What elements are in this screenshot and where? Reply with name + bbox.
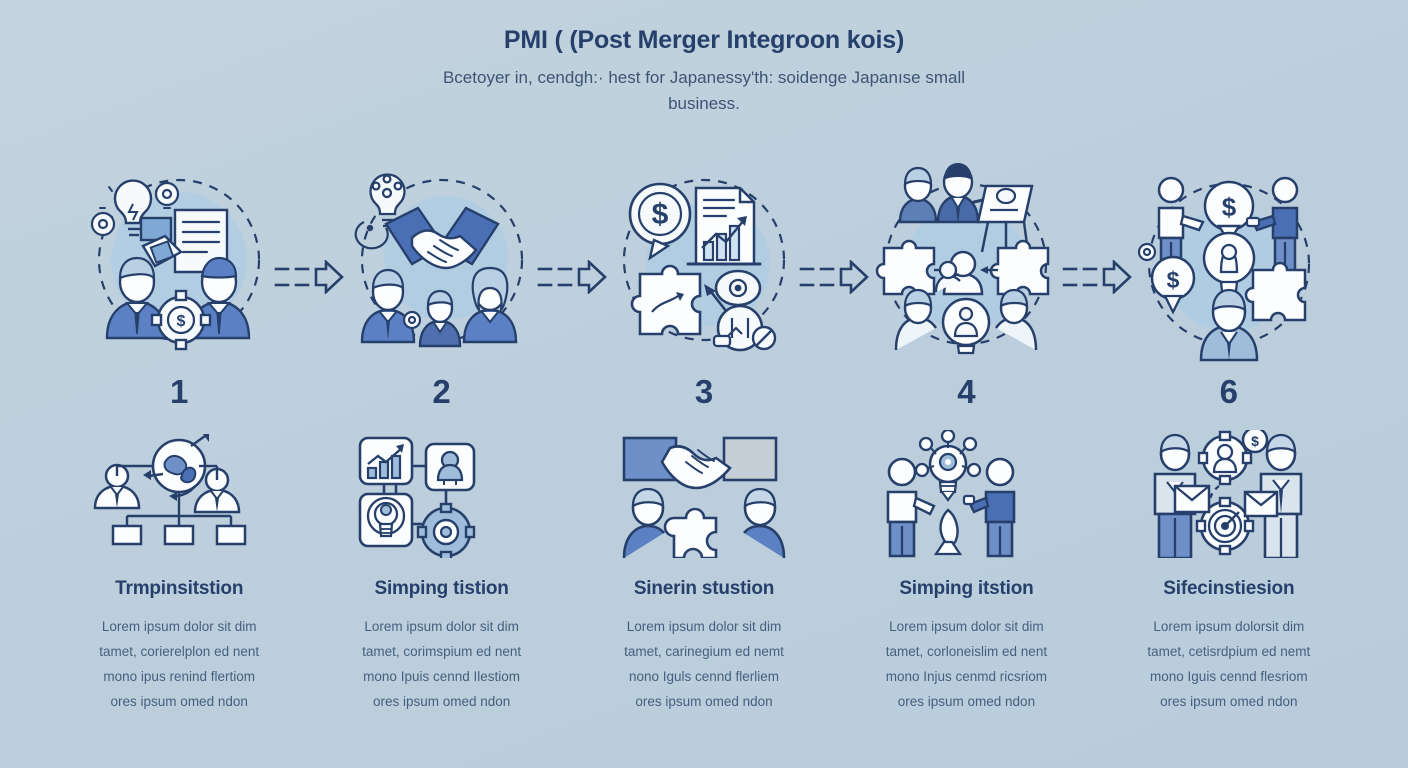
step-1: $ 1 [48, 160, 345, 410]
svg-text:$: $ [1222, 192, 1237, 222]
lightbulb-network-icon [915, 430, 982, 502]
gear-dollar-icon: $ [151, 289, 212, 351]
globe-network-icon [151, 438, 207, 494]
card-title: Simping itstion [899, 578, 1034, 599]
collaboration-puzzle-illustration [866, 160, 1066, 365]
envelope-icon [1173, 484, 1211, 514]
growth-chart-icon [358, 436, 413, 486]
person-icon [895, 288, 938, 351]
card-title: Sinerin stustion [633, 578, 775, 599]
lightbulb-network-icon [368, 173, 406, 228]
target-gear-icon [1195, 496, 1255, 556]
dollar-coin-icon: $ [1241, 430, 1269, 454]
page-subtitle: Bcetoyer in, cendgh:· hest for Japanessy… [442, 67, 966, 114]
businessperson-icon [1243, 433, 1303, 558]
value-creation-illustration: $ [1129, 160, 1329, 365]
puzzle-piece-icon [663, 507, 718, 558]
lightbulb-icon [942, 297, 991, 355]
envelope-icon [1243, 490, 1279, 518]
person-icon [1199, 288, 1259, 362]
cards-row: Trmpinsitstion Lorem ipsum dolor sit dim… [48, 430, 1360, 715]
lightbulb-icon [1202, 231, 1256, 293]
magnifier-icon [712, 304, 777, 352]
person-icon [887, 457, 937, 558]
svg-text:$: $ [652, 198, 669, 231]
idea-sharing-illustration [878, 430, 1054, 558]
header: PMI ( (Post Merger Integroon kois) Bceto… [0, 26, 1408, 117]
step-4: 4 [835, 160, 1132, 410]
svg-text:$: $ [1166, 267, 1179, 293]
eye-icon [714, 269, 762, 307]
person-gear-icon [1197, 430, 1253, 486]
step-number: 3 [694, 373, 714, 410]
handshake-icon [622, 436, 778, 490]
chart-document-icon [686, 186, 762, 266]
document-icon [174, 208, 229, 274]
svg-text:$: $ [1251, 433, 1259, 449]
puzzle-piece-icon [1244, 261, 1307, 322]
puzzle-piece-icon [630, 264, 702, 336]
dollar-bulb-icon: $ [1203, 180, 1254, 245]
puzzle-piece-icon [876, 239, 936, 296]
handshake-icon [383, 206, 500, 270]
puzzle-piece-icon [990, 239, 1050, 296]
steps-row: $ 1 [48, 160, 1360, 408]
gear-icon [416, 502, 475, 558]
dollar-speech-bubble-icon: $ [628, 182, 692, 261]
card-5: $ [1098, 430, 1360, 715]
businessperson-icon [106, 256, 169, 340]
card-title: Trmpinsitstion [115, 578, 244, 599]
person-icon [1245, 176, 1299, 276]
card-title: Sifecinstiesion [1163, 578, 1295, 599]
lightbulb-card-icon [358, 492, 413, 548]
team-ideation-illustration: $ [79, 160, 279, 365]
card-4: Simping itstion Lorem ipsum dolor sit di… [835, 430, 1097, 715]
card-body: Lorem ipsum dolor sit dim tamet, coriere… [99, 618, 260, 709]
step-number: 6 [1219, 373, 1238, 410]
svg-text:$: $ [177, 313, 186, 330]
lightbulb-icon [114, 179, 153, 237]
step-5: $ [1098, 160, 1360, 408]
gears-teamwork-illustration: $ [1141, 430, 1317, 558]
person-card-icon [424, 442, 475, 492]
businessperson-icon [360, 268, 415, 344]
org-chart-illustration [91, 430, 267, 558]
step-number: 4 [957, 373, 976, 410]
person-icon [963, 457, 1016, 558]
card-title: Simping tistion [374, 578, 509, 599]
connected-cards-illustration [354, 430, 530, 558]
person-icon [899, 166, 938, 224]
person-icon [995, 288, 1038, 351]
card-body: Lorem ipsum dolorsit dim tamet, cetisrdp… [1147, 618, 1311, 709]
people-group-icon [935, 250, 984, 296]
step-3: $ [573, 160, 870, 410]
card-body: Lorem ipsum dolor sit dim tamet, carineg… [624, 618, 784, 709]
card-1: Trmpinsitstion Lorem ipsum dolor sit dim… [48, 430, 310, 715]
businessperson-icon [1153, 433, 1211, 558]
step-2: 2 [310, 160, 607, 410]
card-body: Lorem ipsum dolor sit dim tamet, corlone… [885, 618, 1048, 709]
step-number: 2 [432, 373, 451, 410]
growth-sprout-icon [934, 508, 963, 556]
handshake-puzzle-illustration [616, 430, 792, 558]
dollar-bulb-icon: $ [1150, 255, 1196, 315]
businessperson-icon [193, 467, 241, 514]
handshake-team-illustration [342, 160, 542, 365]
financial-analysis-illustration: $ [604, 160, 804, 365]
businessperson-icon [418, 289, 461, 348]
card-2: Simping tistion Lorem ipsum dolor sit di… [310, 430, 572, 715]
card-body: Lorem ipsum dolor sit dim tamet, corimsp… [362, 618, 522, 709]
card-3: Sinerin stustion Lorem ipsum dolor sit d… [573, 430, 835, 715]
businessperson-icon [188, 256, 251, 340]
person-icon [937, 163, 994, 224]
step-number: 1 [170, 373, 189, 410]
person-icon [743, 487, 786, 558]
person-icon [622, 487, 666, 558]
page-title: PMI ( (Post Merger Integroon kois) [503, 26, 905, 54]
businesswoman-icon [462, 266, 517, 344]
